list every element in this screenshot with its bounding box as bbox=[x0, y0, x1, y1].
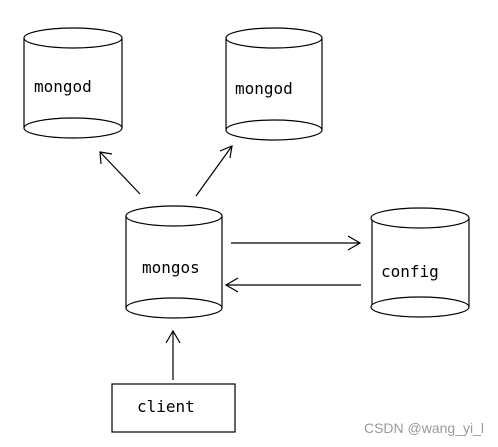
node-label-mongod-right: mongod bbox=[235, 79, 293, 98]
node-label-mongod-left: mongod bbox=[34, 77, 92, 96]
cylinder-mongos-top bbox=[125, 205, 223, 227]
edge-config-to-mongos-arrowhead bbox=[224, 277, 239, 293]
cylinder-config: config bbox=[370, 207, 470, 318]
cylinder-mongod-left-top bbox=[23, 27, 123, 49]
edge-mongos-to-mongod-left-line bbox=[99, 151, 141, 195]
edge-mongos-to-mongod-right bbox=[195, 145, 233, 197]
cylinder-config-top bbox=[370, 207, 470, 229]
rect-client: client bbox=[111, 383, 236, 433]
edge-mongos-to-mongod-left bbox=[99, 151, 141, 195]
cylinder-config-bottom bbox=[370, 296, 470, 318]
cylinder-mongod-right-bottom bbox=[225, 119, 323, 141]
edge-client-to-mongos bbox=[165, 329, 181, 380]
cylinder-mongos-bottom bbox=[125, 297, 223, 319]
cylinder-mongod-left: mongod bbox=[23, 27, 123, 139]
edge-client-to-mongos-arrowhead bbox=[165, 329, 181, 344]
cylinder-mongod-left-bottom bbox=[23, 117, 123, 139]
edge-mongos-to-mongod-right-arrowhead bbox=[219, 145, 233, 159]
cylinder-mongod-right-top bbox=[225, 27, 323, 49]
node-label-mongos: mongos bbox=[142, 258, 200, 277]
edge-mongos-to-config-arrowhead bbox=[347, 235, 362, 251]
edge-config-to-mongos bbox=[224, 277, 361, 293]
cylinder-mongos: mongos bbox=[125, 205, 223, 319]
node-label-client: client bbox=[137, 397, 195, 416]
node-label-config: config bbox=[381, 262, 439, 281]
watermark-text: CSDN @wang_yi_l bbox=[364, 420, 484, 436]
cylinder-mongod-right: mongod bbox=[225, 27, 323, 141]
rect-client-border bbox=[111, 383, 236, 433]
edge-mongos-to-mongod-left-arrowhead bbox=[99, 151, 113, 165]
edge-mongos-to-config bbox=[231, 235, 362, 251]
edge-mongos-to-mongod-right-line bbox=[195, 145, 233, 197]
